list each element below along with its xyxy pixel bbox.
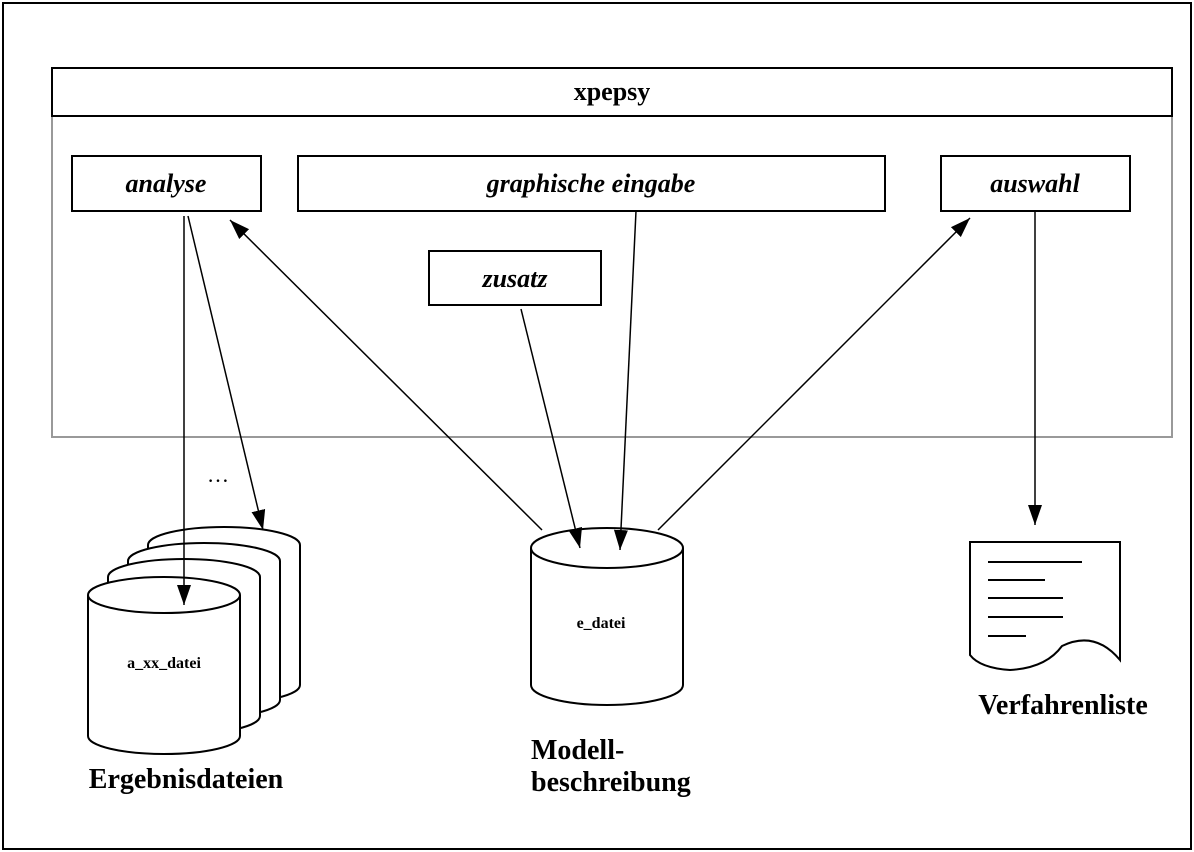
graphische-eingabe-label: graphische eingabe	[486, 169, 696, 198]
result-files-stack	[87, 526, 301, 755]
auswahl-box: auswahl	[940, 155, 1131, 212]
modell-caption-line1: Modell-	[531, 735, 624, 766]
ergebnisdateien-caption: Ergebnisdateien	[89, 764, 284, 795]
verfahrenliste-caption: Verfahrenliste	[978, 690, 1148, 721]
connectors	[177, 210, 1042, 605]
analyse-label: analyse	[126, 169, 207, 198]
modell-caption-line2: beschreibung	[531, 767, 691, 798]
document-icon	[969, 541, 1121, 672]
graphische-eingabe-box: graphische eingabe	[297, 155, 886, 212]
analyse-box: analyse	[71, 155, 262, 212]
zusatz-box: zusatz	[428, 250, 602, 306]
zusatz-label: zusatz	[481, 264, 548, 293]
xpepsy-title: xpepsy	[574, 77, 651, 106]
ellipsis-more-files: …	[207, 462, 229, 487]
arrow-zusatz-to-e-datei	[520, 308, 583, 549]
auswahl-label: auswahl	[990, 169, 1080, 198]
arrow-eingabe-to-e-datei	[613, 210, 637, 551]
e-datei-label: e_datei	[577, 615, 626, 632]
arrow-analyse-to-more-files	[187, 215, 266, 531]
result-file-label: a_xx_datei	[127, 655, 201, 672]
arrow-e-datei-to-auswahl	[657, 217, 971, 531]
xpepsy-title-box	[51, 67, 1173, 117]
arrow-e-datei-to-analyse	[229, 219, 543, 531]
